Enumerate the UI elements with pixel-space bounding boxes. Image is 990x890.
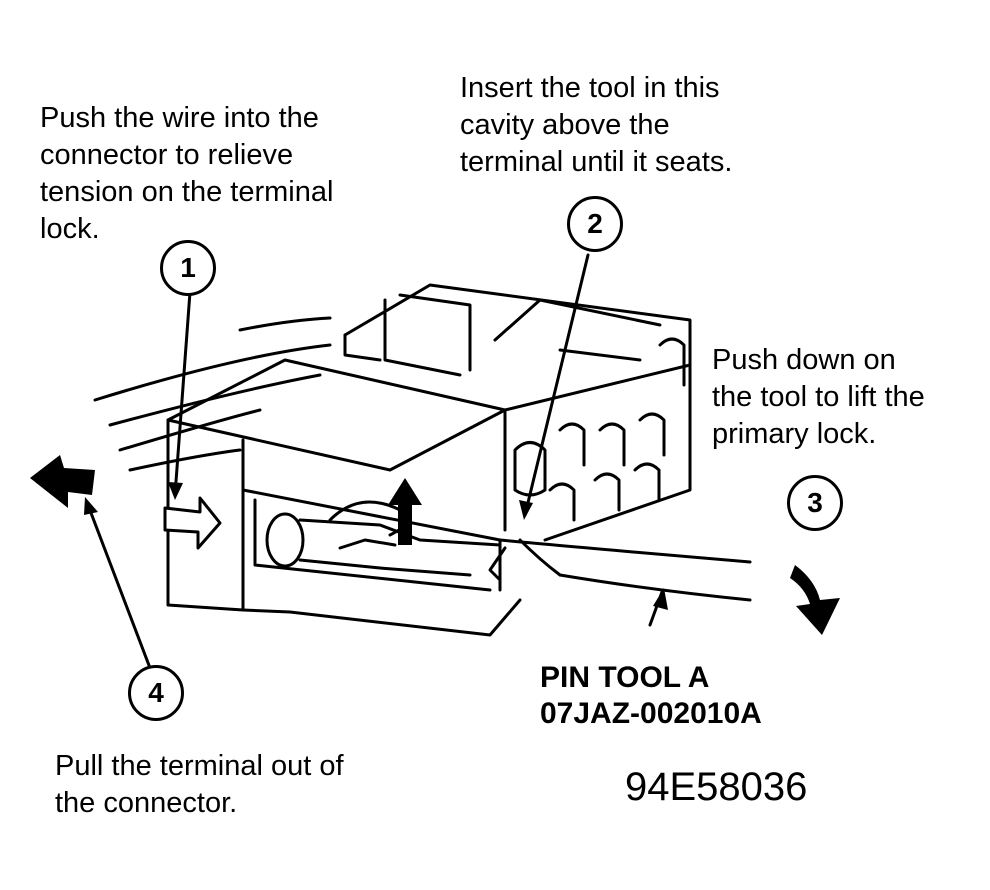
step2-number: 2: [567, 196, 623, 252]
step3-callout: Push down on the tool to lift the primar…: [712, 344, 925, 450]
wire-harness: [93, 316, 332, 472]
step4-callout: Pull the terminal out of the connector.: [55, 750, 344, 819]
push-down-arrow: [790, 565, 840, 635]
push-in-arrow: [163, 496, 222, 550]
lift-arrow: [388, 478, 422, 545]
step2-callout: Insert the tool in this cavity above the…: [460, 72, 733, 178]
leader-arrowheads: [84, 482, 668, 610]
connector-body: [166, 283, 692, 637]
pin-tool-label: PIN TOOL A 07JAZ-002010A: [540, 661, 762, 730]
step1-number: 1: [160, 240, 216, 296]
step4-number: 4: [128, 665, 184, 721]
pull-out-arrow: [30, 455, 95, 508]
pin-tool: [488, 538, 752, 602]
step1-callout: Push the wire into the connector to reli…: [40, 102, 334, 245]
step3-number: 3: [787, 475, 843, 531]
figure-id: 94E58036: [625, 765, 808, 809]
